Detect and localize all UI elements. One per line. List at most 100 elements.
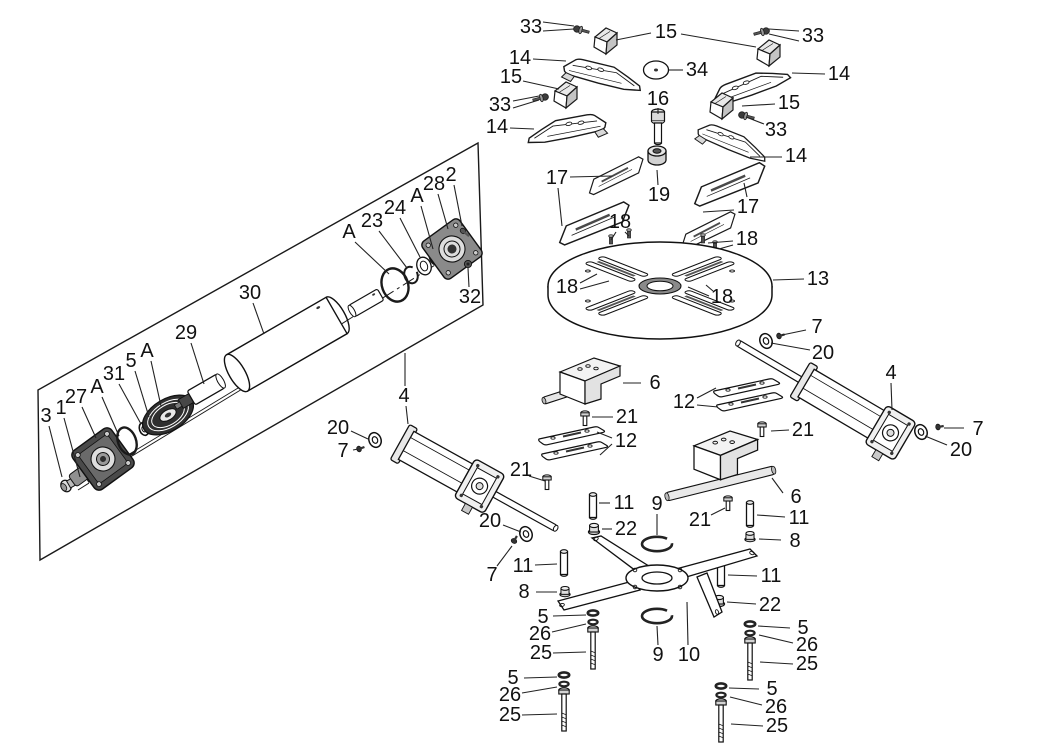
callout-17: 17 — [546, 167, 568, 189]
callout-20: 20 — [327, 417, 349, 439]
leader-line — [552, 651, 587, 654]
leader-line — [729, 696, 763, 706]
screw-18 — [700, 233, 706, 244]
leader-line — [696, 387, 717, 399]
callout-15: 15 — [778, 92, 800, 114]
callout-14: 14 — [486, 116, 508, 138]
washer-20 — [516, 524, 536, 544]
snap-ring-23 — [403, 265, 419, 285]
leader-line — [190, 342, 205, 385]
retaining-ring-9 — [640, 535, 674, 553]
washer-20 — [365, 430, 385, 450]
callout-28: 28 — [423, 173, 445, 195]
callout-33: 33 — [489, 94, 511, 116]
leader-line — [745, 116, 765, 125]
callout-4: 4 — [885, 362, 896, 384]
leader-line — [596, 431, 613, 439]
screw-33 — [737, 110, 756, 123]
callout-6: 6 — [649, 372, 660, 394]
leader-line — [579, 273, 598, 284]
screw-33 — [531, 92, 550, 105]
leader-line — [118, 383, 142, 425]
leader-line — [521, 686, 558, 694]
leader-line — [680, 33, 757, 48]
pin-11 — [588, 492, 598, 520]
leader-line — [759, 661, 794, 665]
bolt-7 — [509, 534, 520, 545]
callout-27: 27 — [65, 386, 87, 408]
bolt-25 — [715, 698, 727, 743]
leader-line — [551, 623, 587, 633]
leader-line — [890, 382, 893, 411]
leader-line — [599, 443, 613, 456]
callout-33: 33 — [520, 16, 542, 38]
bolt-7 — [355, 443, 366, 454]
screw-21 — [580, 410, 590, 427]
callout-32: 32 — [459, 286, 481, 308]
callout-A: A — [342, 221, 356, 243]
leader-line — [924, 435, 948, 446]
callout-12: 12 — [615, 430, 637, 452]
callout-25: 25 — [796, 653, 818, 675]
callout-18: 18 — [556, 276, 578, 298]
bolt-25 — [587, 625, 599, 670]
retaining-ring-9 — [640, 607, 674, 625]
leader-line — [686, 601, 689, 646]
leader-line — [768, 33, 800, 42]
pitch-wedge-15 — [709, 92, 734, 120]
leader-line — [81, 406, 97, 439]
callout-14: 14 — [509, 47, 531, 69]
nut-8 — [559, 585, 571, 598]
leader-line — [743, 182, 748, 198]
callout-8: 8 — [518, 581, 529, 603]
leader-line — [552, 614, 587, 617]
leader-line — [727, 574, 758, 577]
o-ring-a-left — [116, 426, 138, 456]
callout-3: 3 — [40, 405, 51, 427]
leader-line — [352, 448, 359, 451]
screw-21 — [542, 474, 552, 491]
leader-line — [453, 184, 463, 227]
leader-line — [756, 514, 786, 518]
washer-5 — [586, 609, 600, 617]
callout-4: 4 — [398, 385, 409, 407]
spider-cross-10 — [556, 535, 759, 618]
leader-line — [252, 302, 265, 335]
leader-line — [509, 127, 535, 130]
leader-line — [467, 267, 470, 288]
leader-line — [532, 58, 567, 62]
leader-line — [781, 329, 807, 336]
arm-tube-4-left — [390, 424, 559, 532]
leader-line — [768, 28, 800, 32]
washer-34 — [642, 60, 670, 80]
callout-A: A — [410, 185, 424, 207]
leader-line — [707, 240, 734, 244]
callout-7: 7 — [811, 316, 822, 338]
leader-line — [63, 417, 81, 478]
leader-line — [758, 538, 782, 541]
callout-20: 20 — [479, 510, 501, 532]
callout-14: 14 — [785, 145, 807, 167]
arm-tube-4-right — [735, 339, 916, 462]
pitch-wedge-15 — [553, 81, 578, 109]
leader-line — [705, 284, 714, 292]
leader-line — [758, 634, 794, 644]
leader-line — [726, 601, 757, 605]
pan-disc-13 — [547, 241, 773, 340]
leader-line — [569, 175, 613, 178]
leader-line — [150, 360, 162, 407]
bolt-7 — [934, 422, 945, 431]
callout-11: 11 — [789, 507, 810, 529]
callout-18: 18 — [609, 211, 631, 233]
callout-23: 23 — [361, 210, 383, 232]
bushing-19 — [647, 145, 667, 166]
callout-5: 5 — [766, 678, 777, 700]
callout-2: 2 — [445, 164, 456, 186]
lock-washer-26 — [744, 629, 756, 637]
callout-A: A — [90, 376, 104, 398]
callout-24: 24 — [384, 197, 406, 219]
callout-19: 19 — [648, 184, 670, 206]
shim-12 — [540, 440, 609, 461]
leader-line — [615, 32, 652, 41]
